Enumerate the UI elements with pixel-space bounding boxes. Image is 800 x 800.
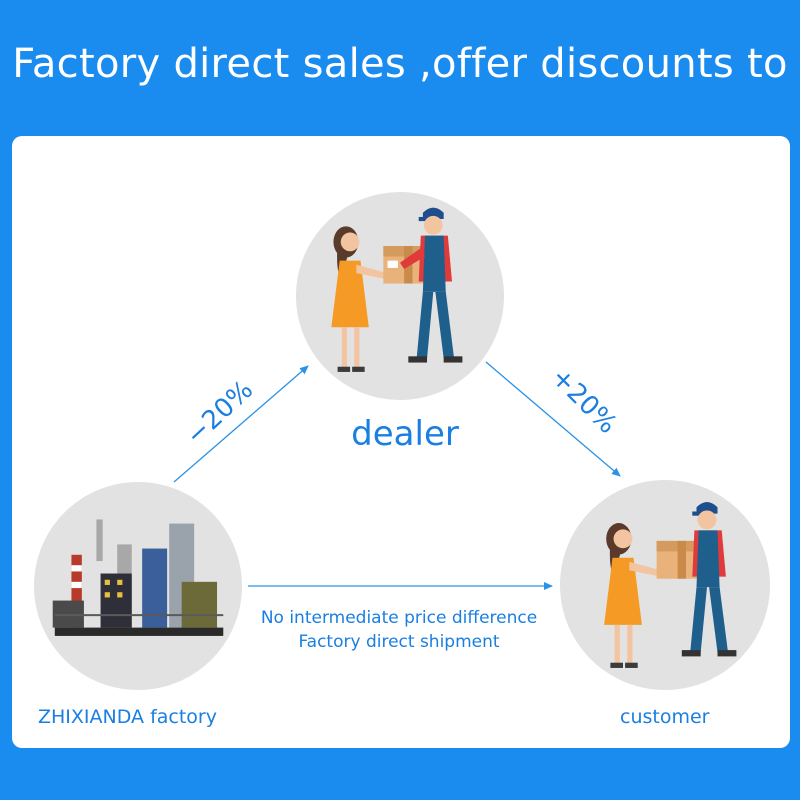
page-title: Factory direct sales ,offer discounts to bbox=[12, 41, 788, 87]
direct-shipment-note: No intermediate price difference Factory… bbox=[234, 606, 564, 654]
factory-label: ZHIXIANDA factory bbox=[38, 706, 217, 728]
handover-illustration bbox=[331, 207, 463, 372]
note-line-2: Factory direct shipment bbox=[298, 632, 500, 652]
factory-icon bbox=[52, 519, 224, 636]
dealer-label: dealer bbox=[351, 414, 459, 454]
customer-label: customer bbox=[620, 706, 710, 728]
customer-circle bbox=[560, 480, 770, 690]
handover-illustration bbox=[604, 502, 737, 668]
dealer-circle bbox=[296, 192, 504, 400]
diagram-card: dealer ZHIXIANDA factory bbox=[12, 136, 790, 748]
factory-circle bbox=[34, 482, 242, 690]
note-line-1: No intermediate price difference bbox=[260, 608, 538, 628]
markup-label: +20% bbox=[545, 362, 623, 440]
discount-label: −20% bbox=[180, 374, 260, 452]
